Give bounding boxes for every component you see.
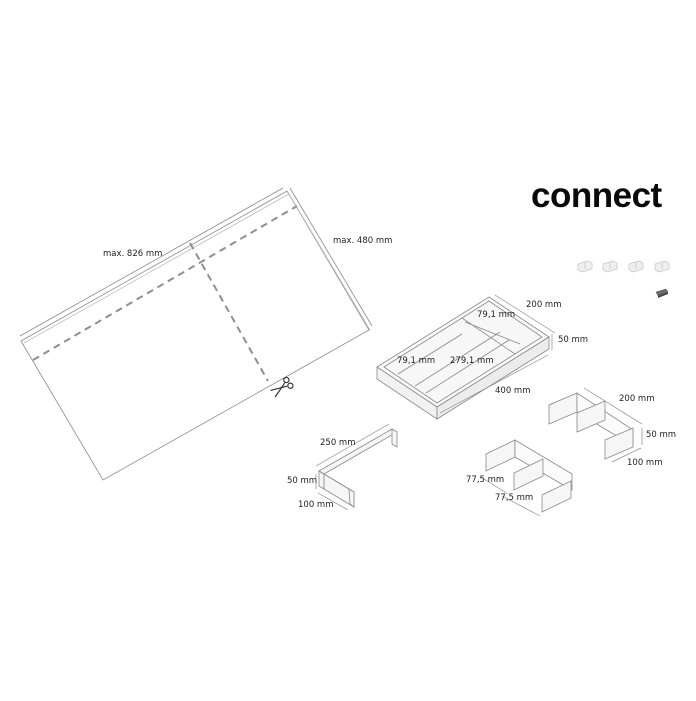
tray-compartment-long-label: 279,1 mm xyxy=(450,356,494,366)
connector-clip-icon xyxy=(602,260,618,273)
double-u-large-height-label: 50 mm xyxy=(646,430,677,440)
tray-height-label: 50 mm xyxy=(558,335,589,345)
tray-compartment-top-label: 79,1 mm xyxy=(477,310,516,320)
tray-width-label: 200 mm xyxy=(526,300,562,310)
double-u-small-part xyxy=(485,439,573,513)
cutlery-tray xyxy=(376,296,550,420)
scissors-icon xyxy=(270,376,294,398)
panel-length-label: max. 826 mm xyxy=(103,249,163,259)
tray-dimension-lines xyxy=(439,294,556,414)
connector-clip-icon xyxy=(628,260,644,273)
l-profile-length-label: 250 mm xyxy=(320,438,356,448)
connector-clips xyxy=(577,260,670,273)
double-u-large-dimension-lines xyxy=(583,387,643,463)
double-u-large-part xyxy=(548,392,634,460)
brand-title: connect xyxy=(531,176,662,215)
tray-length-label: 400 mm xyxy=(495,386,531,396)
connector-clip-icon xyxy=(577,260,593,273)
double-u-small-width-b-label: 77,5 mm xyxy=(495,493,534,503)
l-profile-part xyxy=(318,428,398,508)
double-u-large-length-label: 200 mm xyxy=(619,394,655,404)
cutter-tool-icon xyxy=(655,288,669,298)
l-profile-height-label: 50 mm xyxy=(287,476,318,486)
l-profile-dimension-lines xyxy=(315,423,390,511)
double-u-small-dimension-lines xyxy=(480,476,541,517)
tray-compartment-left-label: 79,1 mm xyxy=(397,356,436,366)
double-u-large-depth-label: 100 mm xyxy=(627,458,663,468)
connector-clip-icon xyxy=(654,260,670,273)
double-u-small-width-a-label: 77,5 mm xyxy=(466,475,505,485)
l-profile-depth-label: 100 mm xyxy=(298,500,334,510)
panel-width-label: max. 480 mm xyxy=(333,236,393,246)
cuttable-panel xyxy=(19,187,373,481)
